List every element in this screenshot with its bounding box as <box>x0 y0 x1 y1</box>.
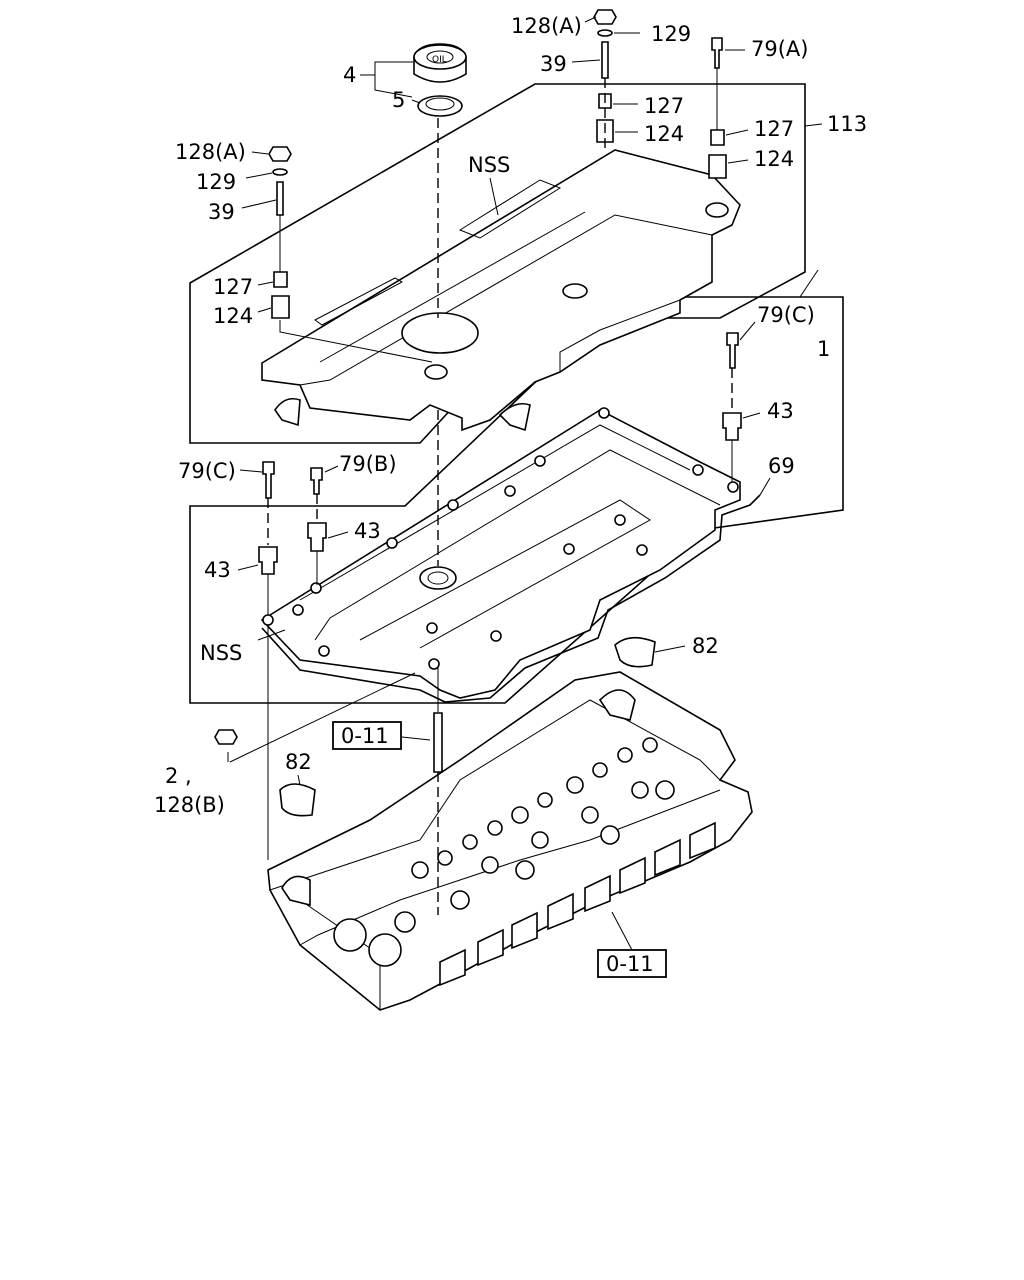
stud-39-top <box>601 41 609 79</box>
label-124-left: 124 <box>213 304 253 328</box>
label-43-mid: 43 <box>354 519 381 543</box>
bolt-79c-left <box>262 461 275 499</box>
leader-5 <box>411 99 421 104</box>
cylinder-head <box>267 671 753 1011</box>
label-4: 4 <box>343 63 356 87</box>
label-124-right: 124 <box>754 147 794 171</box>
label-69: 69 <box>768 454 795 478</box>
ref-box-lower <box>597 949 667 978</box>
stud-center-long <box>433 712 443 773</box>
nss-top-leader <box>489 177 499 216</box>
assembly-1-bracket <box>189 296 844 704</box>
label-79c-left: 79(C) <box>178 459 236 483</box>
label-43-right: 43 <box>767 399 794 423</box>
nut-128b <box>214 729 238 745</box>
washer-129-left <box>272 168 288 176</box>
label-129-left: 129 <box>196 170 236 194</box>
label-43-left: 43 <box>204 558 231 582</box>
collar-43-right <box>722 412 742 441</box>
label-127-right: 127 <box>754 117 794 141</box>
label-39-top: 39 <box>540 52 567 76</box>
leader-69 <box>759 477 771 496</box>
leader-127-left <box>257 281 274 286</box>
label-128b: 128(B) <box>154 793 225 817</box>
bolt-79a <box>711 37 723 69</box>
bolt-79c-right <box>726 332 739 369</box>
leader-1 <box>799 269 819 298</box>
half-moon-plug-right <box>614 636 656 668</box>
ref-lower-leader <box>611 911 633 951</box>
leader-79c-left <box>239 469 263 473</box>
washer-129-top <box>597 29 613 37</box>
top-cover <box>261 149 741 432</box>
label-nss-left: NSS <box>200 641 242 665</box>
label-113: 113 <box>827 112 867 136</box>
nut-128a-left <box>268 146 292 162</box>
nss-left-leader <box>257 629 286 641</box>
leader-4-5-bracket <box>360 61 413 98</box>
oil-filler-cap: OIL <box>413 43 467 83</box>
label-82-left: 82 <box>285 750 312 774</box>
leader-124-right <box>727 159 749 164</box>
half-moon-plug-left <box>279 783 316 817</box>
leader-79b <box>324 465 339 473</box>
grommet-127-right <box>710 129 725 146</box>
label-127-mid: 127 <box>644 94 684 118</box>
nut-128a-top <box>593 9 617 25</box>
label-2: 2 , <box>165 764 192 788</box>
collar-43-left <box>258 546 278 575</box>
rocker-cover-gasket <box>261 494 761 703</box>
label-79a: 79(A) <box>751 37 808 61</box>
leader-43-right <box>742 412 761 419</box>
nut-128b-leader <box>229 672 416 763</box>
label-nss-top: NSS <box>468 153 510 177</box>
rocker-cover <box>260 407 741 699</box>
leader-ref-upper <box>401 736 431 741</box>
leader-128a-top <box>584 16 597 23</box>
leader-79c-right <box>739 321 756 341</box>
leader-113 <box>804 123 823 127</box>
ref-box-upper <box>332 721 402 750</box>
leader-128a-left <box>251 151 269 155</box>
svg-text:OIL: OIL <box>432 55 447 65</box>
grommet-124-right <box>708 154 727 179</box>
grommet-124-left <box>271 295 290 319</box>
label-82-right: 82 <box>692 634 719 658</box>
label-5: 5 <box>392 88 405 112</box>
label-129-top: 129 <box>651 22 691 46</box>
label-124-mid: 124 <box>644 122 684 146</box>
leader-43-mid <box>327 531 349 539</box>
stud-left-to-cover <box>279 320 433 363</box>
label-79b: 79(B) <box>339 452 397 476</box>
label-128a-top: 128(A) <box>511 14 582 38</box>
label-ref-upper: 0-11 <box>341 724 389 748</box>
leader-82-right <box>654 645 686 653</box>
label-39-left: 39 <box>208 200 235 224</box>
leader-129-left <box>245 172 273 179</box>
oil-filler-seal <box>417 95 463 117</box>
grommet-127-left <box>273 271 288 288</box>
assembly-113-bracket <box>189 83 806 444</box>
leader-127-right <box>725 129 749 136</box>
collar-43-mid <box>307 522 327 552</box>
leader-43-left <box>237 564 259 571</box>
label-ref-lower: 0-11 <box>606 952 654 976</box>
label-127-left: 127 <box>213 275 253 299</box>
leader-39-top <box>571 59 601 63</box>
stud-39-left <box>276 181 284 216</box>
bolt-79b <box>310 467 323 495</box>
leader-39-left <box>241 199 277 209</box>
leader-124-left <box>257 307 272 313</box>
label-128a-left: 128(A) <box>175 140 246 164</box>
label-79c-right: 79(C) <box>757 303 815 327</box>
label-1: 1 <box>817 337 830 361</box>
leader-82-left <box>297 774 301 786</box>
